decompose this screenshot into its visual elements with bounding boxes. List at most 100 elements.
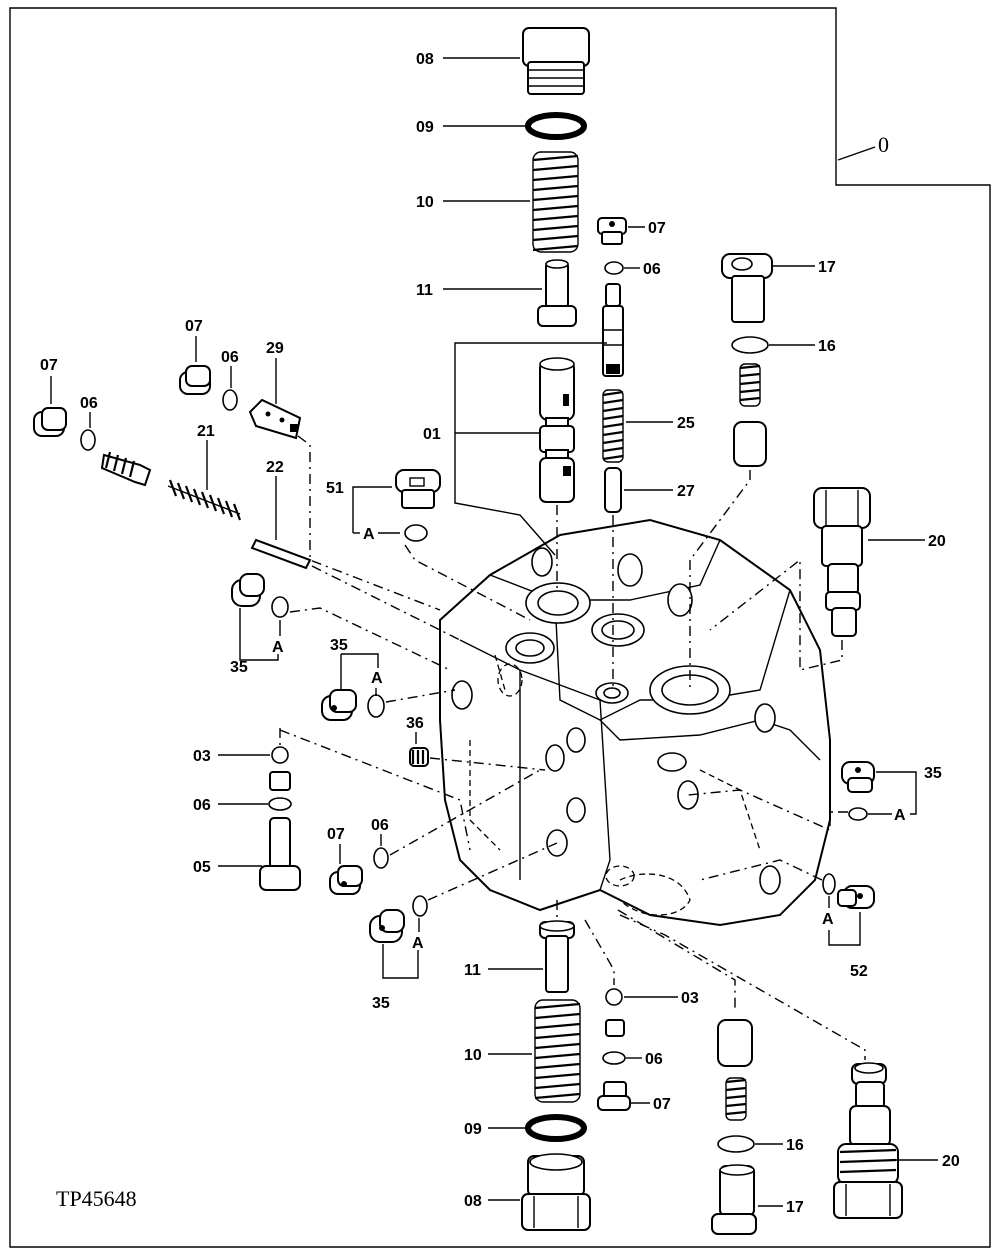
sleeve-17-bottom xyxy=(711,1164,757,1235)
top-plug-08 xyxy=(522,27,590,95)
plug-07-bottom xyxy=(597,1081,631,1111)
left-piston-29 xyxy=(248,398,302,440)
left-oring-06-a xyxy=(80,429,96,451)
label-insert-36: 36 xyxy=(406,715,424,732)
label-top-plug: 08 xyxy=(416,51,434,68)
small-plug-07-top xyxy=(597,217,627,245)
plug-51 xyxy=(395,469,441,509)
right-seal-35 xyxy=(848,807,868,821)
label-sleeve-17-bottom: 17 xyxy=(786,1199,804,1216)
label-bottom-seal-35: A xyxy=(412,935,424,952)
label-right-sleeve: 17 xyxy=(818,259,836,276)
oring-06-mid xyxy=(373,847,389,869)
valve-body xyxy=(439,518,831,927)
label-bottom-oring: 09 xyxy=(464,1121,482,1138)
label-seal-a-51: A xyxy=(363,526,375,543)
left-plug-35 xyxy=(231,573,265,607)
label-mid-seal-35: A xyxy=(371,670,383,687)
right-sleeve-17 xyxy=(721,253,773,323)
bottom-cap xyxy=(717,1019,753,1067)
label-left-oring-b: 06 xyxy=(221,349,239,366)
right-oring-16 xyxy=(731,336,769,354)
oring-06-left xyxy=(268,797,292,811)
label-bottom-spring: 10 xyxy=(464,1047,482,1064)
bottom-small-spring xyxy=(725,1078,747,1116)
top-guide-11 xyxy=(537,259,577,327)
small-oring-06-top xyxy=(604,261,624,275)
top-oring-09 xyxy=(525,112,587,140)
left-piston xyxy=(100,451,152,487)
label-oring-06-mid: 06 xyxy=(371,817,389,834)
ball-03-left xyxy=(271,746,289,764)
label-bottom-guide: 11 xyxy=(464,962,481,979)
insert-36 xyxy=(409,747,429,767)
frame-outline xyxy=(9,7,991,1248)
label-ball-03-bottom: 03 xyxy=(681,990,699,1007)
label-stem-spring: 25 xyxy=(677,415,695,432)
label-small-plug-top: 07 xyxy=(648,220,666,237)
left-pin-22 xyxy=(250,538,312,570)
oring-16-bottom xyxy=(717,1135,755,1153)
stem-05 xyxy=(259,817,301,891)
top-spring-10 xyxy=(532,151,579,253)
right-cap xyxy=(733,421,767,467)
relief-valve-20-upper xyxy=(813,487,871,637)
label-oring-16-bottom: 16 xyxy=(786,1137,804,1154)
label-plug-51: 51 xyxy=(326,480,344,497)
right-small-spring xyxy=(739,364,761,402)
label-right-seal-35: A xyxy=(894,807,906,824)
label-oring-06-left: 06 xyxy=(193,797,211,814)
stem-spring-25 xyxy=(602,389,624,463)
label-left-piston: 29 xyxy=(266,340,284,357)
bottom-seal-35 xyxy=(412,895,428,917)
stem xyxy=(602,283,624,377)
plug-07-mid xyxy=(329,865,363,895)
label-plug-07-bottom: 07 xyxy=(653,1096,671,1113)
spool-01 xyxy=(539,357,575,503)
label-left-spring: 21 xyxy=(197,423,215,440)
label-right-seal-52: A xyxy=(822,911,834,928)
label-left-oring-a: 06 xyxy=(80,395,98,412)
label-relief-valve-lower: 20 xyxy=(942,1153,960,1170)
mid-plug-35 xyxy=(321,689,357,721)
label-bottom-plug: 08 xyxy=(464,1193,482,1210)
label-left-plug-35: 35 xyxy=(230,659,248,676)
label-top-guide: 11 xyxy=(416,282,433,299)
left-plug-07-b xyxy=(179,365,211,395)
label-left-plug-b: 07 xyxy=(185,318,203,335)
label-top-spring: 10 xyxy=(416,194,434,211)
ball-03-bottom xyxy=(605,988,623,1006)
bottom-plug-08 xyxy=(521,1153,591,1231)
bottom-plug-35 xyxy=(369,909,405,943)
label-stem-05: 05 xyxy=(193,859,211,876)
label-left-seal-35: A xyxy=(272,639,284,656)
small-plug-bottom xyxy=(605,1019,625,1037)
relief-valve-20-lower xyxy=(833,1062,903,1219)
oring-06-bottom xyxy=(602,1051,626,1065)
label-left-pin: 22 xyxy=(266,459,284,476)
plug-small-left xyxy=(269,771,291,791)
bottom-spring-10 xyxy=(534,999,581,1103)
bottom-oring-09 xyxy=(525,1114,587,1142)
label-bottom-plug-35: 35 xyxy=(372,995,390,1012)
right-plug-52 xyxy=(837,885,875,909)
label-relief-valve-upper: 20 xyxy=(928,533,946,550)
label-right-plug-35: 35 xyxy=(924,765,942,782)
left-plug-07-a xyxy=(33,407,67,437)
pin-27 xyxy=(604,467,622,513)
label-left-plug-a: 07 xyxy=(40,357,58,374)
figure-id: TP45648 xyxy=(56,1186,137,1211)
right-plug-35 xyxy=(841,761,875,793)
bottom-guide-11 xyxy=(539,920,575,993)
label-spool: 01 xyxy=(423,426,441,443)
label-mid-plug-35: 35 xyxy=(330,637,348,654)
label-plug-07-mid: 07 xyxy=(327,826,345,843)
label-oring-06-bottom: 06 xyxy=(645,1051,663,1068)
assembly-callout: 0 xyxy=(878,132,889,157)
label-right-oring: 16 xyxy=(818,338,836,355)
label-ball-03-left: 03 xyxy=(193,748,211,765)
left-oring-06-b xyxy=(222,389,238,411)
right-seal-52 xyxy=(822,873,836,895)
seal-a-51 xyxy=(404,524,428,542)
